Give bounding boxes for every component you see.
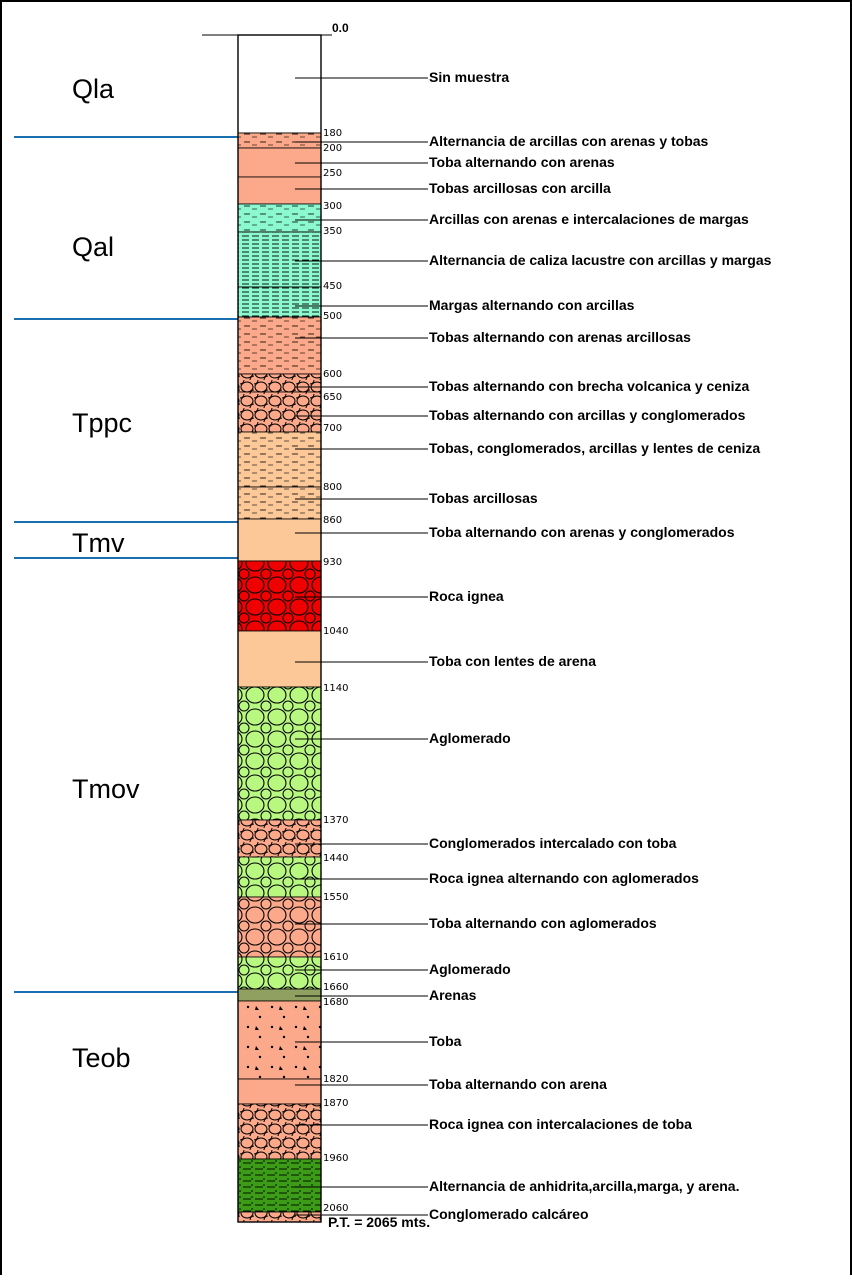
depth-tick-500: 500 <box>323 311 342 322</box>
depth-tick-350: 350 <box>323 226 342 237</box>
lithology-layer-21 <box>237 988 322 1002</box>
lithology-description-22: Toba <box>429 1033 462 1049</box>
lithology-description-10: Tobas alternando con arcillas y conglome… <box>429 407 746 423</box>
depth-tick-2060: 2060 <box>323 1203 348 1214</box>
depth-tick-1820: 1820 <box>323 1074 348 1085</box>
lithology-description-20: Aglomerado <box>429 961 511 977</box>
lithology-description-19: Toba alternando con aglomerados <box>429 915 657 931</box>
lithology-pattern-20 <box>238 957 321 989</box>
lithology-pattern-24 <box>238 1104 321 1159</box>
lithology-pattern-14 <box>238 561 321 631</box>
depth-tick-650: 650 <box>323 392 342 403</box>
lithology-pattern-7 <box>238 287 321 317</box>
lithology-description-12: Tobas arcillosas <box>429 490 538 506</box>
depth-tick-1550: 1550 <box>323 892 348 903</box>
depth-tick-180: 180 <box>323 128 342 139</box>
lithology-pattern-17 <box>238 820 321 857</box>
lithology-layer-4 <box>237 176 322 205</box>
depth-tick-1960: 1960 <box>323 1153 348 1164</box>
depth-tick-1660: 1660 <box>323 982 348 993</box>
depth-tick-800: 800 <box>323 482 342 493</box>
depth-tick-300: 300 <box>323 201 342 212</box>
lithology-description-14: Roca ignea <box>429 588 504 604</box>
lithology-description-17: Conglomerados intercalado con toba <box>429 835 677 851</box>
lithology-description-4: Tobas arcillosas con arcilla <box>429 180 611 196</box>
lithology-description-16: Aglomerado <box>429 730 511 746</box>
lithology-layer-3 <box>237 147 322 178</box>
lithology-description-11: Tobas, conglomerados, arcillas y lentes … <box>429 440 760 456</box>
lithology-layer-13 <box>237 518 322 562</box>
formation-boundaries <box>14 136 256 993</box>
formation-label-tmov: Tmov <box>72 774 140 804</box>
lithology-pattern-12 <box>238 487 321 519</box>
lithology-pattern-26 <box>238 1212 321 1222</box>
lithology-pattern-19 <box>238 897 321 957</box>
lithology-description-3: Toba alternando con arenas <box>429 154 615 170</box>
lithology-layer-23 <box>237 1078 322 1105</box>
lithology-column <box>202 34 332 1223</box>
lithology-description-9: Tobas alternando con brecha volcanica y … <box>429 378 750 394</box>
lithology-pattern-5 <box>238 204 321 232</box>
lithology-description-2: Alternancia de arcillas con arenas y tob… <box>429 133 709 149</box>
lithology-pattern-8 <box>238 317 321 374</box>
depth-tick-1440: 1440 <box>323 853 348 864</box>
top-depth-label: 0.0 <box>332 21 349 35</box>
depth-tick-1610: 1610 <box>323 952 348 963</box>
lithology-description-23: Toba alternando con arena <box>429 1076 607 1092</box>
depth-tick-930: 930 <box>323 557 342 568</box>
lithology-pattern-18 <box>238 857 321 897</box>
lithology-description-25: Alternancia de anhidrita,arcilla,marga, … <box>429 1178 739 1194</box>
lithology-description-5: Arcillas con arenas e intercalaciones de… <box>429 211 749 227</box>
depth-tick-1870: 1870 <box>323 1098 348 1109</box>
lithology-layer-1 <box>237 34 322 134</box>
depth-tick-700: 700 <box>323 423 342 434</box>
lithology-description-1: Sin muestra <box>429 69 509 85</box>
lithology-pattern-10 <box>238 392 321 432</box>
depth-tick-1140: 1140 <box>323 683 348 694</box>
lithology-description-7: Margas alternando con arcillas <box>429 297 635 313</box>
total-depth-label: P.T. = 2065 mts. <box>328 1214 430 1230</box>
formation-label-tmv: Tmv <box>72 528 125 558</box>
lithology-description-8: Tobas alternando con arenas arcillosas <box>429 329 691 345</box>
lithology-pattern-22 <box>238 1001 321 1079</box>
lithology-pattern-16 <box>238 687 321 820</box>
lithology-pattern-9 <box>238 374 321 392</box>
lithology-pattern-25 <box>238 1159 321 1212</box>
depth-tick-1370: 1370 <box>323 815 348 826</box>
lithology-description-13: Toba alternando con arenas y conglomerad… <box>429 524 735 540</box>
depth-tick-250: 250 <box>323 168 342 179</box>
lithology-description-15: Toba con lentes de arena <box>429 653 596 669</box>
depth-tick-1680: 1680 <box>323 997 348 1008</box>
lithology-pattern-11 <box>238 432 321 487</box>
leader-lines <box>295 77 428 1216</box>
formation-label-teob: Teob <box>72 1043 131 1073</box>
formation-label-tppc: Tppc <box>72 408 132 438</box>
depth-tick-1040: 1040 <box>323 626 348 637</box>
lithology-description-26: Conglomerado calcáreo <box>429 1206 589 1222</box>
formation-label-qal: Qal <box>72 232 114 262</box>
lithology-description-24: Roca ignea con intercalaciones de toba <box>429 1116 692 1132</box>
lithology-pattern-6 <box>238 232 321 287</box>
lithology-description-6: Alternancia de caliza lacustre con arcil… <box>429 252 772 268</box>
depth-tick-860: 860 <box>323 515 342 526</box>
formation-label-qla: Qla <box>72 74 115 104</box>
lithology-description-21: Arenas <box>429 987 477 1003</box>
lithology-description-18: Roca ignea alternando con aglomerados <box>429 870 699 886</box>
depth-tick-450: 450 <box>323 281 342 292</box>
lithology-pattern-2 <box>238 133 321 148</box>
lithology-layer-15 <box>237 630 322 688</box>
depth-tick-200: 200 <box>323 143 342 154</box>
depth-tick-600: 600 <box>323 369 342 380</box>
